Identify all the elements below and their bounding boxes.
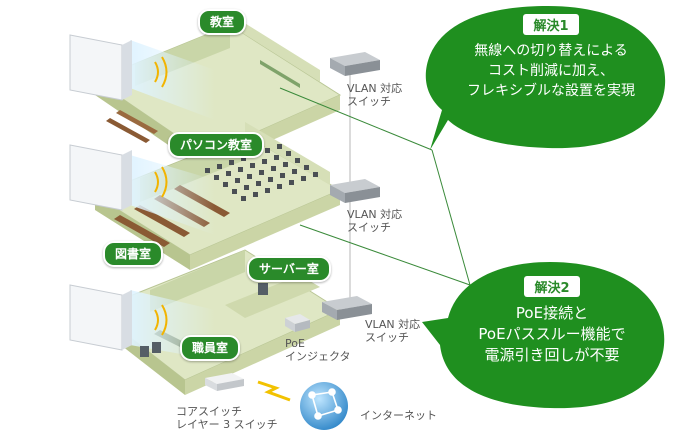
- pc-desk: [214, 175, 219, 180]
- core-switch-icon: [205, 373, 244, 391]
- pc-desk: [277, 184, 282, 189]
- pc-desk: [241, 196, 246, 201]
- pc-desk: [265, 188, 270, 193]
- solution-1-line-2: コスト削減に加え、: [488, 63, 614, 79]
- poe-injector-icon: [285, 314, 310, 332]
- vlan-switch-icon-1: [330, 52, 380, 76]
- pc-desk: [262, 159, 267, 164]
- solution-1-line-1: 無線への切り替えによる: [474, 43, 628, 59]
- solution-bubble-2-shape: [422, 262, 665, 409]
- pc-desk: [259, 170, 264, 175]
- pc-desk: [241, 156, 246, 161]
- pc-desk: [277, 144, 282, 149]
- vlan-switch-icon-2: [330, 179, 380, 203]
- solution-bubble-2: 解決2 PoE接続と PoEパススルー機能で 電源引き回しが不要: [446, 276, 658, 366]
- vlan-switch-label-3: VLAN 対応スイッチ: [365, 318, 421, 344]
- room-label-pc-room: パソコン教室: [168, 132, 265, 158]
- pc-desk: [268, 177, 273, 182]
- pc-desk: [232, 189, 237, 194]
- pc-desk: [223, 182, 228, 187]
- pc-desk: [238, 167, 243, 172]
- room-label-server-room: サーバー室: [247, 256, 331, 282]
- access-point-2: [69, 144, 132, 211]
- access-point-1: [69, 34, 132, 101]
- pc-desk: [271, 166, 276, 171]
- vlan-switch-label-1: VLAN 対応スイッチ: [347, 82, 403, 108]
- solution-tag-2: 解決2: [524, 276, 580, 297]
- room-label-staff-room: 職員室: [180, 335, 241, 361]
- access-point-3: [69, 284, 132, 351]
- solution-bubble-1-shape: [425, 6, 666, 150]
- pc-desk: [265, 148, 270, 153]
- pc-desk: [295, 158, 300, 163]
- pc-desk: [244, 185, 249, 190]
- solution-2-line-2: PoEパススルー機能で: [478, 325, 626, 343]
- pc-desk: [229, 160, 234, 165]
- pc-desk: [289, 180, 294, 185]
- pc-desk: [301, 176, 306, 181]
- solution-2-line-1: PoE接続と: [515, 304, 589, 322]
- pc-desk: [292, 169, 297, 174]
- solution-1-line-3: フレキシブルな設置を実現: [467, 83, 635, 99]
- solution-2-line-3: 電源引き回しが不要: [484, 346, 620, 364]
- internet-globe-icon: [300, 382, 348, 430]
- callout-lines: [279, 87, 471, 286]
- pc-desk: [247, 174, 252, 179]
- room-label-library: 図書室: [103, 241, 164, 267]
- pc-desk: [286, 151, 291, 156]
- internet-label: インターネット: [360, 409, 437, 422]
- pc-desk: [205, 168, 210, 173]
- solution-bubble-1: 解決1 無線への切り替えによる コスト削減に加え、 フレキシブルな設置を実現: [440, 14, 662, 101]
- pc-desk: [274, 155, 279, 160]
- server-icon: [140, 283, 268, 357]
- vlan-switch-label-2: VLAN 対応スイッチ: [347, 208, 403, 234]
- vlan-switch-icon-3: [322, 296, 372, 320]
- wan-link: [257, 380, 291, 402]
- pc-desk: [280, 173, 285, 178]
- pc-desk: [283, 162, 288, 167]
- pc-desk: [313, 172, 318, 177]
- pc-desk: [304, 165, 309, 170]
- pc-desk: [250, 163, 255, 168]
- core-switch-label: コアスイッチレイヤー 3 スイッチ: [176, 405, 278, 431]
- room-label-classroom: 教室: [198, 9, 247, 35]
- pc-desk: [226, 171, 231, 176]
- pc-desk: [256, 181, 261, 186]
- pc-desk: [235, 178, 240, 183]
- pc-desk: [253, 192, 258, 197]
- pc-desk: [217, 164, 222, 169]
- solution-tag-1: 解決1: [523, 14, 579, 35]
